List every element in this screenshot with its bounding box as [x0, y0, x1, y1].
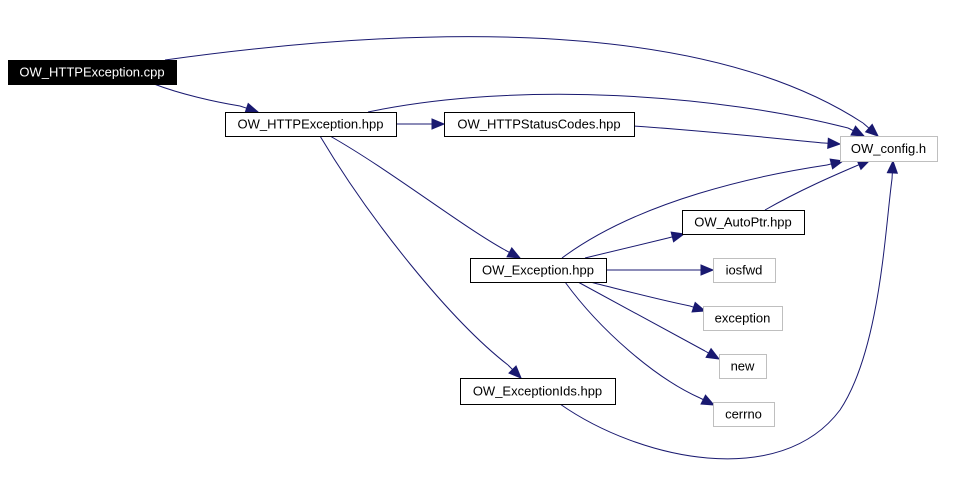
edge-n2-n3: [633, 125, 842, 149]
edge-arrowhead: [691, 301, 707, 313]
edge-arrowhead: [431, 118, 446, 130]
node-box: [682, 210, 805, 235]
edge-arrowhead: [829, 158, 845, 170]
edge-line-end: [862, 122, 870, 129]
edge-arrowhead: [508, 365, 522, 379]
node-ow-exceptionids-hpp[interactable]: OW_ExceptionIds.hpp: [460, 378, 616, 405]
edge-line-end: [704, 350, 709, 354]
edge-arrowhead: [827, 137, 842, 149]
edge-line: [153, 83, 241, 107]
node-ow-config-h: OW_config.h: [840, 136, 938, 162]
edge-line: [319, 135, 509, 366]
node-box: [8, 60, 177, 85]
edge-n10-n3: [559, 159, 899, 460]
node-ow-httpexception-hpp[interactable]: OW_HTTPException.hpp: [225, 112, 397, 137]
edge-n5-n3: [561, 158, 845, 259]
edge-line: [561, 164, 828, 259]
node-label: cerrno: [725, 407, 762, 422]
node-exception: exception: [703, 306, 783, 331]
edge-n1-n3: [367, 93, 866, 137]
edge-line: [589, 281, 691, 307]
edge-line-end: [855, 164, 860, 167]
edge-line: [164, 36, 864, 124]
edge-arrowhead: [700, 394, 716, 406]
edge-arrowhead: [850, 125, 866, 137]
node-box: [460, 378, 616, 405]
node-label: OW_ExceptionIds.hpp: [473, 384, 602, 399]
edge-arrowhead: [886, 159, 899, 174]
edge-line: [584, 237, 669, 259]
edges-layer: [153, 36, 899, 460]
edge-n5-n8: [577, 281, 721, 360]
edge-line-end: [847, 127, 854, 132]
node-label: OW_HTTPException.cpp: [19, 65, 164, 80]
edge-line: [564, 281, 701, 399]
edge-line-end: [689, 305, 694, 308]
node-label: OW_Exception.hpp: [482, 263, 594, 278]
edge-n5-n9: [564, 281, 716, 406]
edge-line-end: [699, 397, 704, 401]
edge-line: [577, 281, 706, 352]
node-label: OW_AutoPtr.hpp: [694, 215, 792, 230]
edge-arrowhead: [700, 264, 715, 276]
edge-n1-n10: [319, 135, 522, 379]
edge-line-end: [826, 163, 832, 166]
edge-arrowhead: [670, 231, 686, 243]
edge-n5-n6: [606, 264, 715, 276]
edge-line: [764, 165, 857, 211]
node-ow-httpexception-cpp[interactable]: OW_HTTPException.cpp: [8, 60, 177, 85]
nodes-layer: OW_HTTPException.cppOW_HTTPException.hpp…: [8, 60, 938, 427]
edge-line: [633, 125, 825, 144]
node-label: exception: [715, 311, 771, 326]
edge-n5-n4: [584, 231, 686, 259]
edge-n0-n1: [153, 83, 260, 114]
node-box: [840, 136, 938, 162]
edge-n5-n7: [589, 281, 707, 313]
node-label: iosfwd: [726, 263, 763, 278]
edge-arrowhead: [506, 247, 522, 259]
edge-line-end: [667, 236, 673, 239]
node-label: OW_config.h: [851, 141, 926, 156]
node-box: [719, 354, 767, 379]
node-box: [225, 112, 397, 137]
edge-line: [367, 93, 849, 129]
edge-n1-n5: [329, 135, 522, 259]
edge-line: [559, 178, 893, 460]
node-box: [444, 112, 635, 137]
node-label: OW_HTTPException.hpp: [238, 117, 384, 132]
node-box: [470, 258, 607, 283]
node-box: [703, 306, 783, 331]
edge-arrowhead: [244, 102, 260, 114]
node-cerrno: cerrno: [713, 402, 775, 427]
node-label: OW_HTTPStatusCodes.hpp: [457, 117, 620, 132]
edge-line-end: [507, 364, 513, 370]
node-iosfwd: iosfwd: [713, 258, 776, 283]
node-label: new: [731, 359, 755, 374]
edge-n1-n2: [396, 118, 446, 130]
edge-arrowhead: [864, 123, 879, 137]
edge-line-end: [504, 249, 510, 253]
node-box: [713, 258, 776, 283]
edge-line-end: [239, 105, 247, 109]
node-ow-autoptr-hpp[interactable]: OW_AutoPtr.hpp: [682, 210, 805, 235]
node-new: new: [719, 354, 767, 379]
node-ow-httpstatuscodes-hpp[interactable]: OW_HTTPStatusCodes.hpp: [444, 112, 635, 137]
edge-n0-n3: [164, 36, 879, 137]
node-box: [713, 402, 775, 427]
edge-arrowhead: [705, 347, 721, 360]
edge-n4-n3: [764, 159, 872, 211]
edge-line: [329, 135, 506, 251]
node-ow-exception-hpp[interactable]: OW_Exception.hpp: [470, 258, 607, 283]
